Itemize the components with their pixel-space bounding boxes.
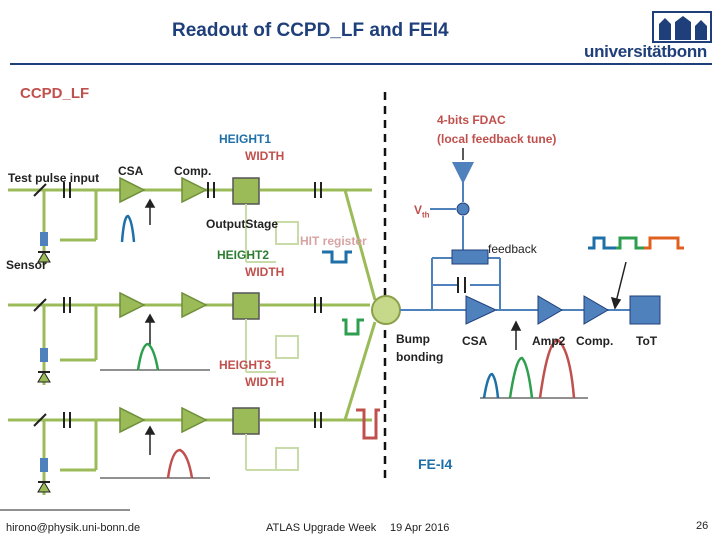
fdac-triangle-icon xyxy=(452,162,474,184)
feedback-transistor xyxy=(451,249,489,265)
input-switches xyxy=(33,183,47,427)
comp-left-label: Comp. xyxy=(174,164,212,178)
comp-right-label: Comp. xyxy=(576,334,614,348)
fei4-circuit xyxy=(400,182,630,311)
footer-event: ATLAS Upgrade Week xyxy=(266,522,377,534)
bump-bond-icon xyxy=(371,295,401,325)
bump-label-line1: Bump xyxy=(396,332,430,346)
amplifier-triangles xyxy=(119,176,208,434)
tot-pulse-orange xyxy=(644,236,684,250)
fei4-label: FE-I4 xyxy=(418,456,453,472)
fei4-pulse-blue xyxy=(482,372,500,399)
pulse-large-red xyxy=(166,448,194,479)
digital-pulse-red xyxy=(356,408,380,440)
output-stage-boxes xyxy=(232,177,260,435)
vth-label: Vth xyxy=(414,203,430,220)
pulse-medium-green xyxy=(136,342,160,371)
tot-box xyxy=(629,295,661,325)
signal-arrows xyxy=(144,198,156,455)
fei4-pulse-green xyxy=(508,356,534,399)
fei4-amplifiers xyxy=(465,295,609,325)
digital-pulse-green xyxy=(342,318,364,336)
width2-label: WIDTH xyxy=(245,265,285,279)
tot-pulse-blue xyxy=(588,236,616,250)
digital-pulse-blue xyxy=(322,250,352,264)
tot-label: ToT xyxy=(636,334,658,348)
output-stage-label: OutputStage xyxy=(206,217,278,231)
feedback-label: feedback xyxy=(488,242,537,256)
logo-text: universitätbonn xyxy=(584,42,708,61)
height3-label: HEIGHT3 xyxy=(219,358,272,372)
vth-node-icon xyxy=(456,202,470,216)
slide-title: Readout of CCPD_LF and FEI4 xyxy=(172,20,449,41)
height2-label: HEIGHT2 xyxy=(217,248,270,262)
test-pulse-label: Test pulse input xyxy=(8,171,100,185)
section-title: CCPD_LF xyxy=(20,85,90,102)
page-number: 26 xyxy=(696,520,709,532)
tot-pulse-green xyxy=(616,236,644,250)
bump-fan-in xyxy=(343,189,377,421)
ccpd-channel-2 xyxy=(8,303,370,385)
feedback-capacitor xyxy=(457,277,466,293)
footer-date: 19 Apr 2016 xyxy=(390,522,450,534)
csa-left-label: CSA xyxy=(118,164,144,178)
footer-email: hirono@physik.uni-bonn.de xyxy=(6,522,141,534)
csa-right-label: CSA xyxy=(462,334,488,348)
ccpd-channel-1 xyxy=(8,188,372,265)
bump-label-line2: bonding xyxy=(396,350,444,364)
coupling-capacitors xyxy=(63,182,322,428)
university-logo-icon xyxy=(652,11,712,43)
pulse-small-blue xyxy=(120,214,136,243)
sensor-diodes xyxy=(37,232,51,493)
amp2-label: Amp2 xyxy=(532,334,566,348)
height1-label: HEIGHT1 xyxy=(219,132,272,146)
width1-label: WIDTH xyxy=(245,149,285,163)
fei4-pulse-red xyxy=(538,338,576,399)
width3-label: WIDTH xyxy=(245,375,285,389)
sensor-label: Sensor xyxy=(6,258,47,272)
fdac-label-line2: (local feedback tune) xyxy=(437,132,557,146)
hit-register-boxes xyxy=(245,204,299,471)
fei4-arrows xyxy=(462,148,627,350)
hit-register-label: HIT register xyxy=(300,234,367,248)
ccpd-channel-3 xyxy=(8,418,372,495)
fdac-label-line1: 4-bits FDAC xyxy=(437,113,506,127)
